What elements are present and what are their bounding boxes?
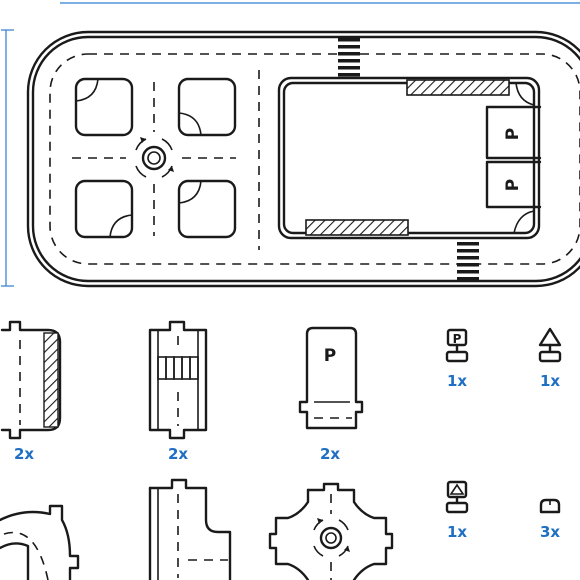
- crosswalk-bottom: [457, 242, 479, 281]
- parking-label-top: P: [503, 128, 523, 140]
- crossing-sign-icon: [445, 480, 469, 514]
- qty-parking-spot: 2x: [320, 445, 341, 463]
- crosswalk-top: [338, 38, 360, 77]
- city-blocks: [74, 77, 237, 239]
- piece-curve: [0, 504, 80, 580]
- dimension-lines: [1, 2, 580, 287]
- parking-sign-letter: P: [453, 332, 462, 346]
- qty-crossing-sign: 1x: [447, 523, 468, 541]
- piece-hatched-straight: [0, 320, 62, 440]
- piece-crosswalk-straight: [148, 320, 208, 440]
- parking-label-bottom: P: [503, 179, 523, 191]
- piece-t-junction: [148, 478, 232, 580]
- parking-lot: P P: [277, 76, 542, 240]
- assembled-track: P P: [26, 30, 580, 288]
- piece-roundabout: [268, 482, 394, 580]
- qty-warning-sign: 1x: [540, 372, 561, 390]
- qty-hatched-straight: 2x: [14, 445, 35, 463]
- qty-connector-clip: 3x: [540, 523, 561, 541]
- qty-parking-sign: 1x: [447, 372, 468, 390]
- parking-sign-icon: P: [445, 328, 469, 363]
- parking-spot-label: P: [324, 346, 336, 366]
- piece-parking-spot: P: [298, 326, 364, 430]
- connector-clip-icon: [539, 498, 561, 514]
- warning-sign-icon: [538, 327, 562, 363]
- qty-crosswalk-straight: 2x: [168, 445, 189, 463]
- roundabout: [135, 137, 174, 178]
